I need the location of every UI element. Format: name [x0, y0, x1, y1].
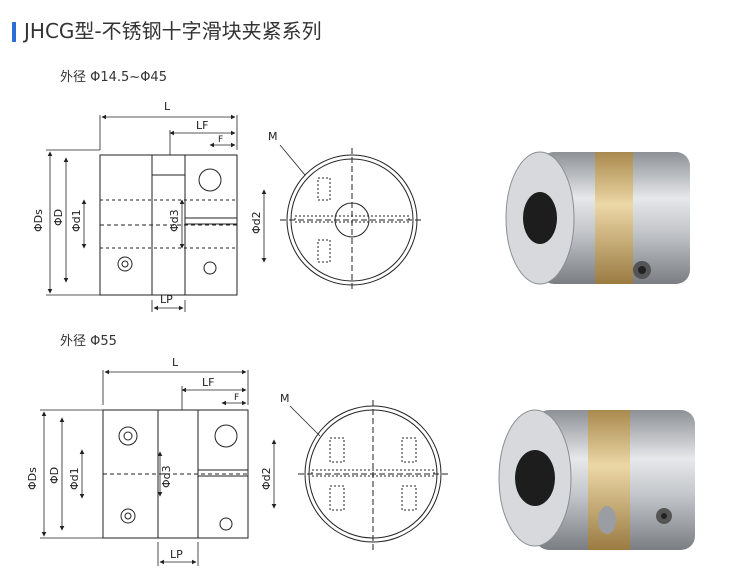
dim-d2-1: Φd2 — [250, 211, 263, 234]
dim-d1-1: Φd1 — [70, 209, 83, 232]
section-2-labels: L LF F LP ΦDs ΦD Φd1 Φd3 Φd2 M — [26, 356, 290, 561]
page-title: JHCG型-不锈钢十字滑块夹紧系列 — [24, 19, 322, 43]
section-1-front-view — [279, 144, 424, 292]
dim-Ds-1: ΦDs — [32, 209, 45, 232]
section-2-dimensions — [40, 369, 277, 566]
dim-L-2: L — [172, 356, 179, 369]
section-2-subtitle: 外径 Φ55 — [60, 334, 117, 349]
section-2-front-view — [289, 400, 448, 550]
section-1-dimensions — [46, 114, 267, 312]
section-1-subtitle: 外径 Φ14.5~Φ45 — [60, 70, 167, 85]
dim-Ds-2: ΦDs — [26, 467, 39, 490]
dim-LF-1: LF — [196, 119, 208, 132]
dim-LP-1: LP — [160, 293, 173, 306]
section-2-side-view — [102, 409, 249, 539]
dim-LF-2: LF — [202, 376, 214, 389]
dim-D-2: ΦD — [48, 467, 61, 484]
dim-M-1: M — [268, 130, 278, 143]
dim-d3-2: Φd3 — [160, 465, 173, 488]
coupling-photo-1 — [505, 151, 690, 285]
dim-d1-2: Φd1 — [68, 467, 81, 490]
dim-LP-2: LP — [170, 548, 183, 561]
dim-d3-1: Φd3 — [168, 209, 181, 232]
dim-L-1: L — [164, 100, 171, 113]
title-accent-bar — [12, 22, 16, 42]
dim-F-2: F — [234, 393, 239, 403]
dim-F-1: F — [218, 135, 223, 145]
coupling-photo-2 — [498, 409, 695, 550]
dim-d2-2: Φd2 — [260, 467, 273, 490]
section-1-side-view — [99, 154, 238, 296]
section-1-labels: L LF F LP ΦDs ΦD Φd1 Φd3 Φd2 M — [32, 100, 278, 306]
dim-M-2: M — [280, 392, 290, 405]
dim-D-1: ΦD — [52, 209, 65, 226]
